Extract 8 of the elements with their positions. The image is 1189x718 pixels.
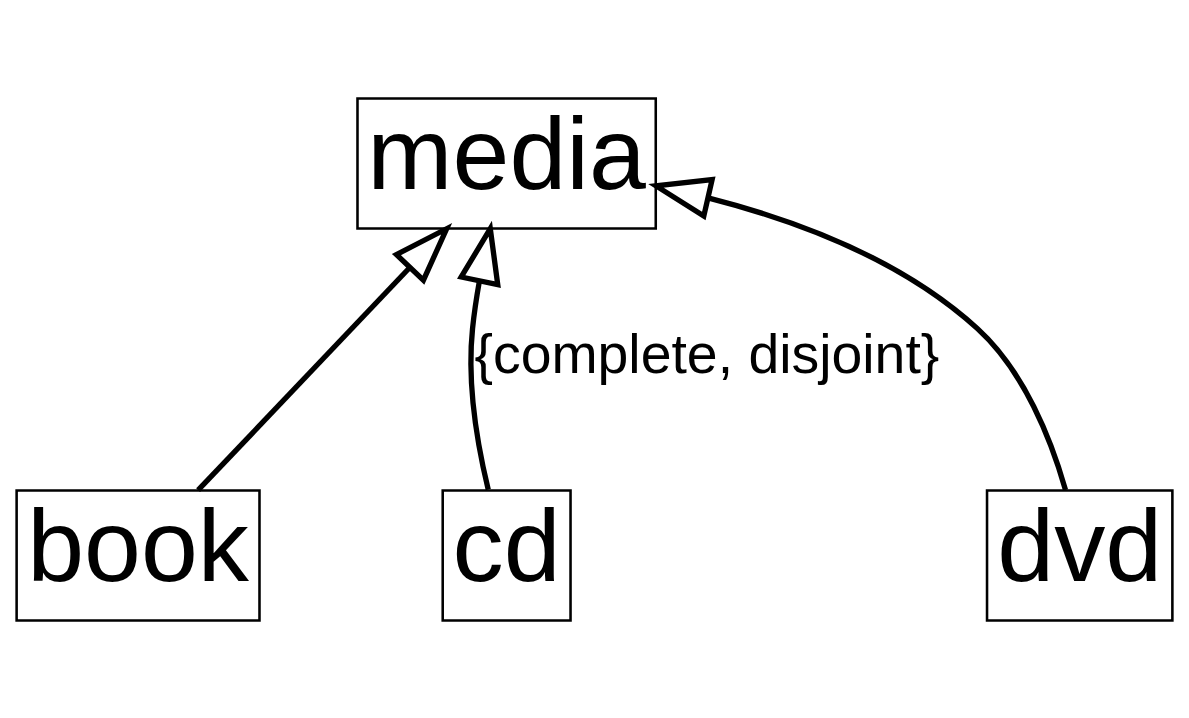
edge-label: {complete, disjoint} [474,322,940,385]
arrow [648,176,1069,491]
node-box: dvd [985,488,1174,622]
node-box: book [15,488,261,622]
arrow [457,220,501,490]
arrow [196,222,453,492]
node-box: cd [441,488,572,622]
node-box: media [356,96,658,230]
